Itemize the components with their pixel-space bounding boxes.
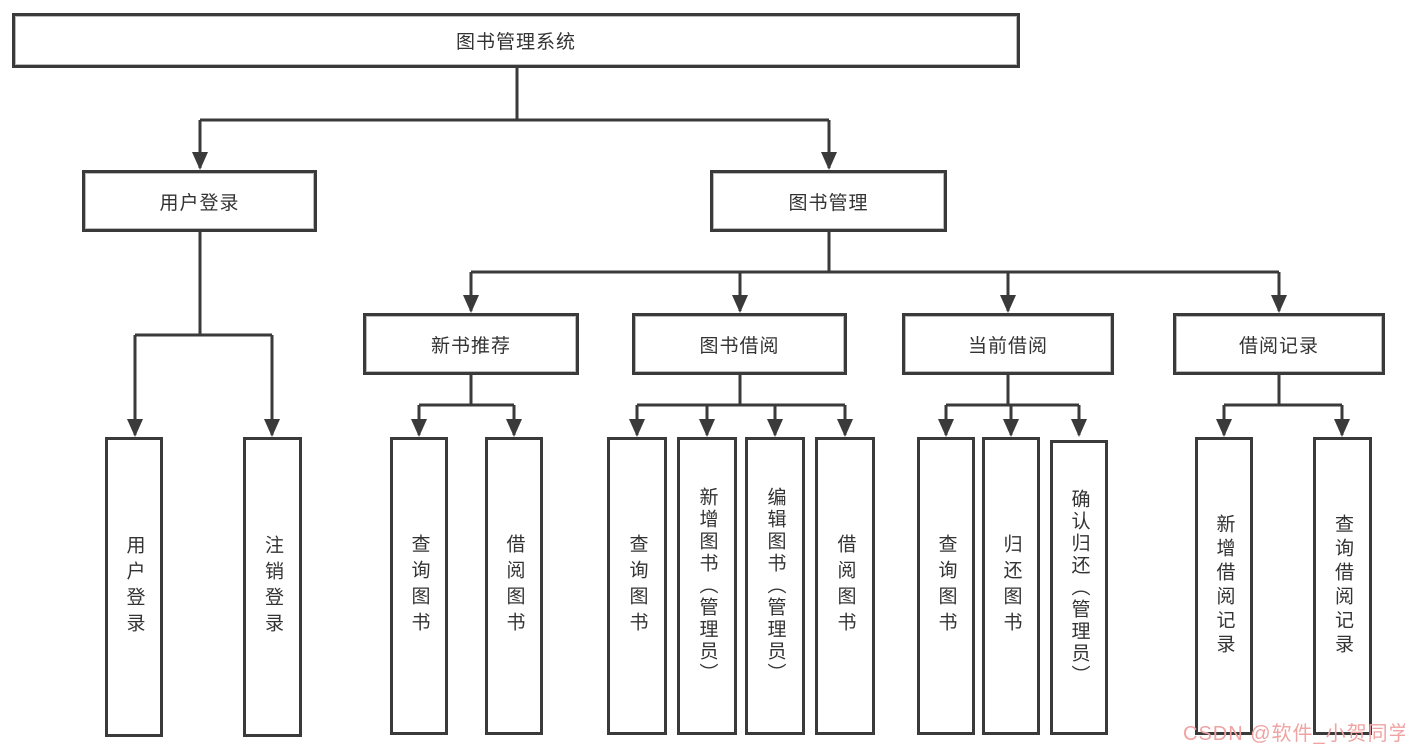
leaf-return-books: 归还图书 <box>982 437 1040 735</box>
leaf-current-query-books: 查询图书 <box>917 437 975 735</box>
node-book-borrow: 图书借阅 <box>632 313 847 375</box>
leaf-query-borrow-record: 查询借阅记录 <box>1313 437 1372 735</box>
node-current-borrow: 当前借阅 <box>902 313 1114 375</box>
leaf-recommend-borrow-books: 借阅图书 <box>485 437 543 735</box>
node-user-login: 用户登录 <box>82 170 317 232</box>
node-library-system: 图书管理系统 <box>12 13 1020 68</box>
leaf-recommend-query-books: 查询图书 <box>390 437 448 735</box>
node-book-management: 图书管理 <box>710 170 947 232</box>
leaf-add-books-admin: 新增图书（管理员） <box>677 437 737 735</box>
node-new-book-recommend: 新书推荐 <box>363 313 579 375</box>
node-borrow-records: 借阅记录 <box>1173 313 1385 375</box>
leaf-logout: 注销登录 <box>243 437 302 737</box>
leaf-user-login: 用户登录 <box>105 437 163 737</box>
leaf-borrow-borrow-books: 借阅图书 <box>815 437 875 735</box>
leaf-add-borrow-record: 新增借阅记录 <box>1195 437 1253 735</box>
csdn-watermark: CSDN @软件_小贺同学 <box>1183 723 1405 745</box>
leaf-borrow-query-books: 查询图书 <box>607 437 667 735</box>
leaf-edit-books-admin: 编辑图书（管理员） <box>745 437 805 735</box>
leaf-confirm-return-admin: 确认归还（管理员） <box>1050 440 1108 735</box>
